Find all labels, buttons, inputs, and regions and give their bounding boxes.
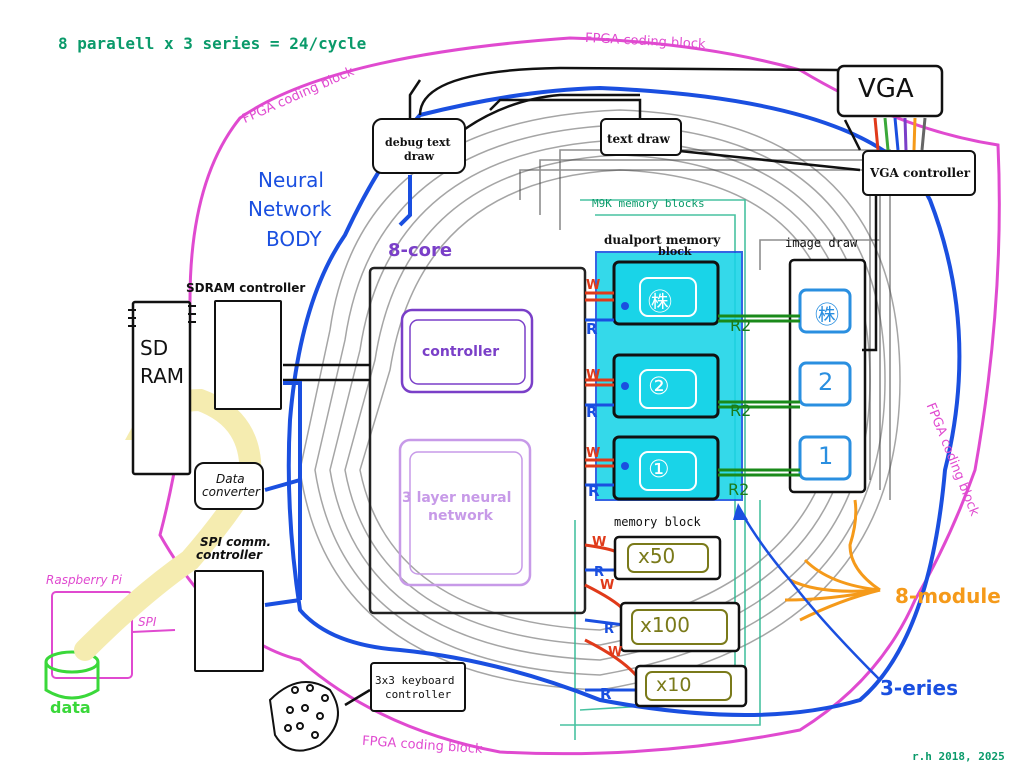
sdram-chip xyxy=(133,302,190,474)
text-draw-label: text draw xyxy=(607,132,670,146)
sdram-controller-box xyxy=(214,300,282,410)
r2-label-3: R2 xyxy=(728,480,749,499)
r-label-5: R xyxy=(604,622,614,637)
nn-label-1: 3 layer neural xyxy=(402,490,511,506)
module-strokes xyxy=(785,500,880,620)
r-label-4: R xyxy=(594,565,604,580)
keyboard-controller-label-2: controller xyxy=(385,688,451,701)
weight-cell-2: x100 xyxy=(640,613,690,637)
debug-text-draw-label-1: debug text xyxy=(385,136,451,149)
image-draw-label: image draw xyxy=(785,236,857,250)
debug-text-draw-label-2: draw xyxy=(404,150,434,163)
spi-comm-label-1: SPI comm. xyxy=(200,535,271,549)
w-label-2: W xyxy=(586,368,600,383)
r-label-2: R xyxy=(586,403,598,421)
nn-label-2: network xyxy=(428,508,493,524)
credit-label: r.h 2018, 2025 xyxy=(912,750,1005,763)
dualport-cell-3: ① xyxy=(648,455,670,483)
image-cell-2: 2 xyxy=(818,368,833,396)
memory-block-label: memory block xyxy=(614,515,701,529)
raspberry-pi-label: Raspberry Pi xyxy=(46,573,122,587)
dualport-label-2: block xyxy=(658,245,692,258)
w-label-3: W xyxy=(586,446,600,461)
module-label: 8-module xyxy=(895,584,1001,608)
m9k-label: M9K memory blocks xyxy=(592,197,705,210)
w-label-1: W xyxy=(586,278,600,293)
image-cell-1: ㊑ xyxy=(815,295,839,330)
weight-cell-1: x50 xyxy=(638,544,675,568)
data-cylinder-body xyxy=(46,662,98,698)
spi-comm-box xyxy=(194,570,264,672)
r2-label-1: R2 xyxy=(730,316,751,335)
sdram-label-2: RAM xyxy=(140,364,184,388)
controller-label: controller xyxy=(422,344,499,360)
r-label-6: R xyxy=(600,685,612,703)
sdram-label-1: SD xyxy=(140,336,168,360)
dualport-cell-2: ② xyxy=(648,372,670,400)
keyboard-controller-box xyxy=(370,662,466,712)
w-label-4: W xyxy=(592,535,606,550)
nn-body-label-1: Neural xyxy=(258,168,324,192)
w-label-5: W xyxy=(600,578,614,593)
r-label-3: R xyxy=(588,482,600,500)
dualport-cell-1: ㊑ xyxy=(648,282,672,317)
spi-label: SPI xyxy=(138,615,156,629)
nn-body-label-2: Network xyxy=(248,197,332,221)
image-cell-3: 1 xyxy=(818,442,833,470)
data-converter-label-2: converter xyxy=(202,485,260,499)
vga-cable xyxy=(875,118,925,150)
core-label: 8-core xyxy=(388,240,452,261)
vga-label: VGA xyxy=(858,74,914,104)
keyboard-icon xyxy=(270,682,338,751)
r2-label-2: R2 xyxy=(730,401,751,420)
weight-cell-3: x10 xyxy=(656,674,691,696)
series-label: 3-eries xyxy=(880,676,958,700)
w-label-6: W xyxy=(608,645,622,660)
keyboard-controller-label-1: 3x3 keyboard xyxy=(375,674,454,687)
nn-body-label-3: BODY xyxy=(266,227,322,251)
spi-comm-label-2: controller xyxy=(196,548,262,562)
data-label: data xyxy=(50,698,91,717)
sdram-controller-label: SDRAM controller xyxy=(186,281,305,295)
data-converter-label-1: Data xyxy=(216,472,245,486)
diagram-title: 8 paralell x 3 series = 24/cycle xyxy=(58,34,366,53)
vga-controller-label: VGA controller xyxy=(870,166,970,180)
r-label-1: R xyxy=(586,320,598,338)
